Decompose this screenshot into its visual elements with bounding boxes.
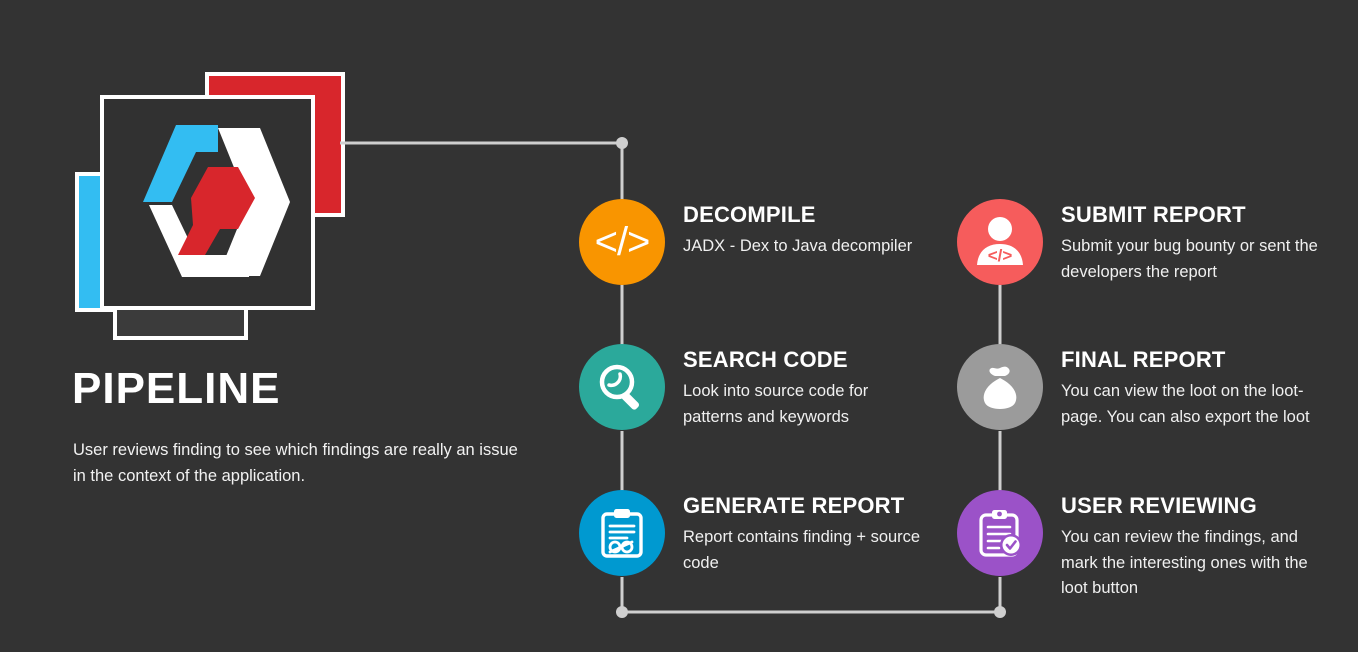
- loot-bag-icon: [983, 366, 1017, 409]
- code-brackets-icon: </>: [594, 220, 651, 264]
- step-title: SUBMIT REPORT: [1061, 202, 1246, 227]
- connector-dot-top: [616, 137, 628, 149]
- user-reviewing-icon-circle: [957, 490, 1043, 576]
- step-description: You can view the loot on the loot-page. …: [1061, 382, 1310, 426]
- step-title: GENERATE REPORT: [683, 493, 905, 518]
- page-title: PIPELINE: [72, 364, 281, 413]
- step-description: You can review the findings, and mark th…: [1061, 528, 1308, 598]
- clipboard-check-icon: [979, 510, 1022, 557]
- decompile-body: DECOMPILE JADX - Dex to Java decompiler: [683, 202, 913, 260]
- step-title: DECOMPILE: [683, 202, 816, 227]
- decompile-icon-circle: </>: [579, 199, 665, 285]
- step-title: USER REVIEWING: [1061, 493, 1257, 518]
- submit-report-body: SUBMIT REPORT Submit your bug bounty or …: [1061, 202, 1323, 285]
- connector-dot-bottom-left: [616, 606, 628, 618]
- submit-report-icon-circle: </>: [957, 199, 1043, 285]
- magnifier-icon: [599, 364, 640, 410]
- search-code-icon-circle: [579, 344, 665, 430]
- connector-dot-bottom-right: [994, 606, 1006, 618]
- step-description: Report contains finding + source code: [683, 528, 921, 572]
- brand-description: User reviews finding to see which findin…: [73, 441, 518, 485]
- final-report-icon-circle: [957, 344, 1043, 430]
- user-reviewing-body: USER REVIEWING You can review the findin…: [1061, 493, 1323, 602]
- connector-generate-to-user-reviewing: [620, 577, 1002, 614]
- developer-person-icon: </>: [977, 217, 1023, 265]
- pipeline-hex-logo: [143, 125, 290, 277]
- step-description: Look into source code for patterns and k…: [683, 382, 869, 426]
- step-description: JADX - Dex to Java decompiler: [683, 237, 913, 256]
- step-description: Submit your bug bounty or sent the devel…: [1061, 237, 1318, 281]
- generate-report-icon-circle: [579, 490, 665, 576]
- generate-report-body: GENERATE REPORT Report contains finding …: [683, 493, 928, 576]
- clipboard-code-icon: [601, 509, 643, 558]
- brand-logo-stack: [0, 0, 420, 360]
- final-report-body: FINAL REPORT You can view the loot on th…: [1061, 347, 1323, 430]
- svg-text:</>: </>: [988, 246, 1013, 265]
- step-title: SEARCH CODE: [683, 347, 848, 372]
- step-title: FINAL REPORT: [1061, 347, 1226, 372]
- search-code-body: SEARCH CODE Look into source code for pa…: [683, 347, 928, 430]
